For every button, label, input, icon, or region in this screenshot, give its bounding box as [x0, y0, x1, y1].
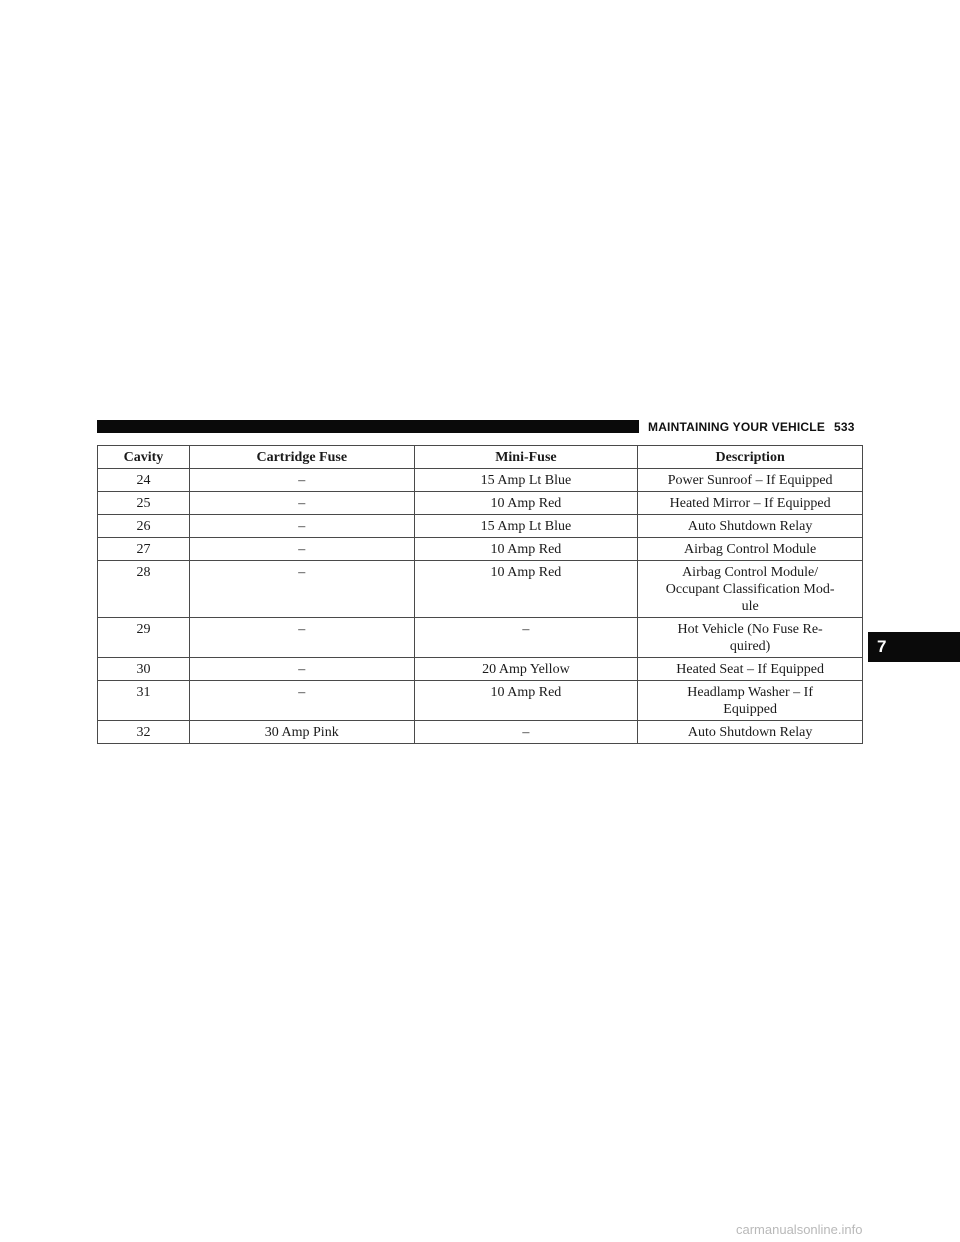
table-row: 30–20 Amp Yellow Heated Seat – If Equippe…: [97, 657, 863, 681]
table-header-row: Cavity Cartridge Fuse Mini-Fuse Descript…: [97, 445, 863, 469]
cartridge-fuse-cell: –: [188, 680, 415, 721]
watermark-logo: carmanualsonline.info: [736, 1222, 863, 1237]
description-cell: Heated Seat – If Equipped: [637, 657, 863, 681]
cartridge-fuse-cell: –: [188, 514, 415, 538]
mini-fuse-cell: 15 Amp Lt Blue: [413, 514, 639, 538]
description-line: Airbag Control Module/: [682, 565, 819, 580]
chapter-tab: 7: [868, 632, 960, 662]
column-header-description: Description: [637, 445, 863, 469]
description-line: Power Sunroof – If Equipped: [667, 473, 833, 488]
cartridge-fuse-cell: –: [188, 537, 415, 561]
column-header-mini-fuse: Mini-Fuse: [413, 445, 639, 469]
table-row: 26–15 Amp Lt Blue Auto Shutdown Relay: [97, 514, 863, 538]
description-line: Airbag Control Module: [684, 542, 817, 557]
description-line: Heated Seat – If Equipped: [676, 662, 824, 677]
description-cell: Airbag Control Module: [637, 537, 863, 561]
cavity-cell: 27: [97, 537, 190, 561]
mini-fuse-cell: 20 Amp Yellow: [413, 657, 639, 681]
description-line: quired): [729, 639, 771, 654]
cavity-cell: 30: [97, 657, 190, 681]
description-line: Auto Shutdown Relay: [687, 519, 813, 534]
description-cell: Hot Vehicle (No Fuse Re-quired): [637, 617, 863, 658]
cavity-cell: 26: [97, 514, 190, 538]
mini-fuse-cell: –: [413, 720, 639, 744]
table-row: 27–10 Amp Red Airbag Control Module: [97, 537, 863, 561]
description-line: Equipped: [723, 702, 777, 717]
description-line: ule: [741, 599, 759, 614]
header-rule: [97, 420, 639, 433]
fuse-table: Cavity Cartridge Fuse Mini-Fuse Descript…: [97, 445, 863, 744]
mini-fuse-cell: 10 Amp Red: [413, 680, 639, 721]
description-cell: Power Sunroof – If Equipped: [637, 468, 863, 492]
description-line: Auto Shutdown Relay: [687, 725, 813, 740]
page-number: 533: [834, 420, 855, 434]
cavity-cell: 29: [97, 617, 190, 658]
description-cell: Auto Shutdown Relay: [637, 514, 863, 538]
cartridge-fuse-cell: –: [188, 560, 415, 618]
mini-fuse-cell: –: [413, 617, 639, 658]
cartridge-fuse-cell: –: [188, 468, 415, 492]
table-row: 24–15 Amp Lt Blue Power Sunroof – If Equi…: [97, 468, 863, 492]
description-line: Heated Mirror – If Equipped: [669, 496, 831, 511]
mini-fuse-cell: 10 Amp Red: [413, 537, 639, 561]
cavity-cell: 31: [97, 680, 190, 721]
description-cell: Heated Mirror – If Equipped: [637, 491, 863, 515]
description-cell: Airbag Control Module/Occupant Classific…: [637, 560, 863, 618]
cavity-cell: 32: [97, 720, 190, 744]
description-cell: Auto Shutdown Relay: [637, 720, 863, 744]
cartridge-fuse-cell: 30 Amp Pink: [188, 720, 415, 744]
description-line: Hot Vehicle (No Fuse Re-: [677, 622, 823, 637]
column-header-cavity: Cavity: [97, 445, 190, 469]
running-header: MAINTAINING YOUR VEHICLE 533: [648, 418, 855, 436]
column-header-cartridge-fuse: Cartridge Fuse: [188, 445, 415, 469]
description-cell: Headlamp Washer – If Equipped: [637, 680, 863, 721]
description-line: Headlamp Washer – If: [687, 685, 813, 700]
section-title: MAINTAINING YOUR VEHICLE: [648, 420, 826, 434]
table-row: 25–10 Amp Red Heated Mirror – If Equipped: [97, 491, 863, 515]
cavity-cell: 24: [97, 468, 190, 492]
cavity-cell: 28: [97, 560, 190, 618]
description-line: Occupant Classification Mod-: [665, 582, 835, 597]
mini-fuse-cell: 15 Amp Lt Blue: [413, 468, 639, 492]
cartridge-fuse-cell: –: [188, 491, 415, 515]
mini-fuse-cell: 10 Amp Red: [413, 560, 639, 618]
cartridge-fuse-cell: –: [188, 657, 415, 681]
cavity-cell: 25: [97, 491, 190, 515]
table-row: 31–10 Amp Red Headlamp Washer – If Equippe…: [97, 680, 863, 721]
cartridge-fuse-cell: –: [188, 617, 415, 658]
mini-fuse-cell: 10 Amp Red: [413, 491, 639, 515]
table-row: 29––Hot Vehicle (No Fuse Re-quired): [97, 617, 863, 658]
